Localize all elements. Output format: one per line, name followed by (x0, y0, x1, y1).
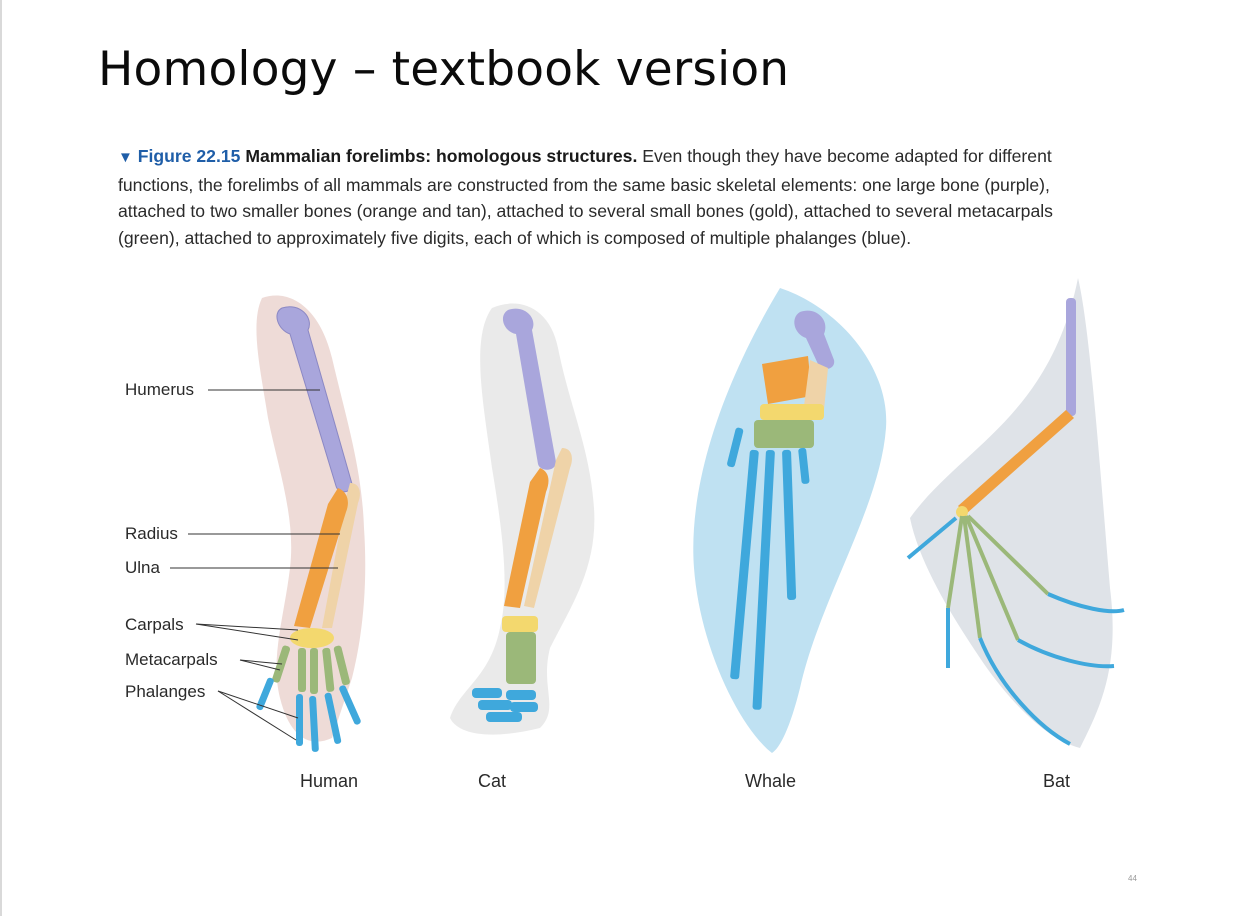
cat-metacarpals (506, 632, 536, 684)
bat-carpals (956, 506, 968, 518)
cat-carpals (502, 616, 538, 632)
human-ulna (322, 483, 360, 628)
slide-border (0, 0, 2, 916)
animal-label-whale: Whale (745, 771, 797, 791)
figure-caption: ▼ Figure 22.15 Mammalian forelimbs: homo… (118, 143, 1118, 251)
human-phalanges (256, 677, 361, 752)
whale-flipper (693, 288, 887, 753)
animal-label-bat: Bat (1043, 771, 1071, 791)
human-carpals (290, 628, 334, 648)
figure-label: Figure 22.15 (137, 146, 241, 166)
bat-radius (958, 410, 1074, 514)
whale-ulna (804, 360, 828, 410)
page-number: 44 (1128, 874, 1137, 883)
cat-fur-silhouette (450, 303, 595, 735)
whale-radius (762, 356, 812, 404)
human-radius (294, 488, 348, 628)
bat-wing-membrane (910, 278, 1113, 748)
label-ulna: Ulna (125, 558, 160, 577)
figure-title: Mammalian forelimbs: homologous structur… (245, 146, 638, 166)
figure-marker-icon: ▼ (118, 149, 133, 166)
label-radius: Radius (125, 524, 178, 543)
whale-phalanges (727, 427, 810, 710)
bat-metacarpals (946, 514, 1050, 641)
bat-phalanges (906, 516, 1125, 746)
animal-label-cat: Cat (478, 771, 507, 791)
cat-radius (504, 468, 549, 608)
label-carpals: Carpals (125, 615, 184, 634)
cat-ulna (524, 448, 572, 608)
figure-caption-body: Even though they have become adapted for… (118, 146, 1053, 248)
bat-wing (906, 278, 1125, 748)
slide-title: Homology – textbook version (98, 42, 790, 97)
cat-phalanges (472, 688, 538, 722)
human-arm-silhouette (256, 295, 366, 742)
whale-metacarpals (754, 420, 814, 448)
human-leader-lines (170, 389, 340, 741)
cat-humerus (502, 308, 556, 470)
animal-label-human: Human (300, 771, 359, 791)
whale-humerus (794, 310, 835, 369)
forelimb-illustration (170, 278, 1125, 753)
label-metacarpals: Metacarpals (125, 650, 218, 669)
whale-carpals (760, 404, 824, 420)
human-humerus (276, 306, 353, 493)
human-forelimb (170, 295, 366, 752)
bat-humerus (1066, 298, 1076, 416)
label-humerus: Humerus (125, 380, 194, 399)
cat-forelimb (450, 303, 595, 735)
label-phalanges: Phalanges (125, 682, 206, 701)
